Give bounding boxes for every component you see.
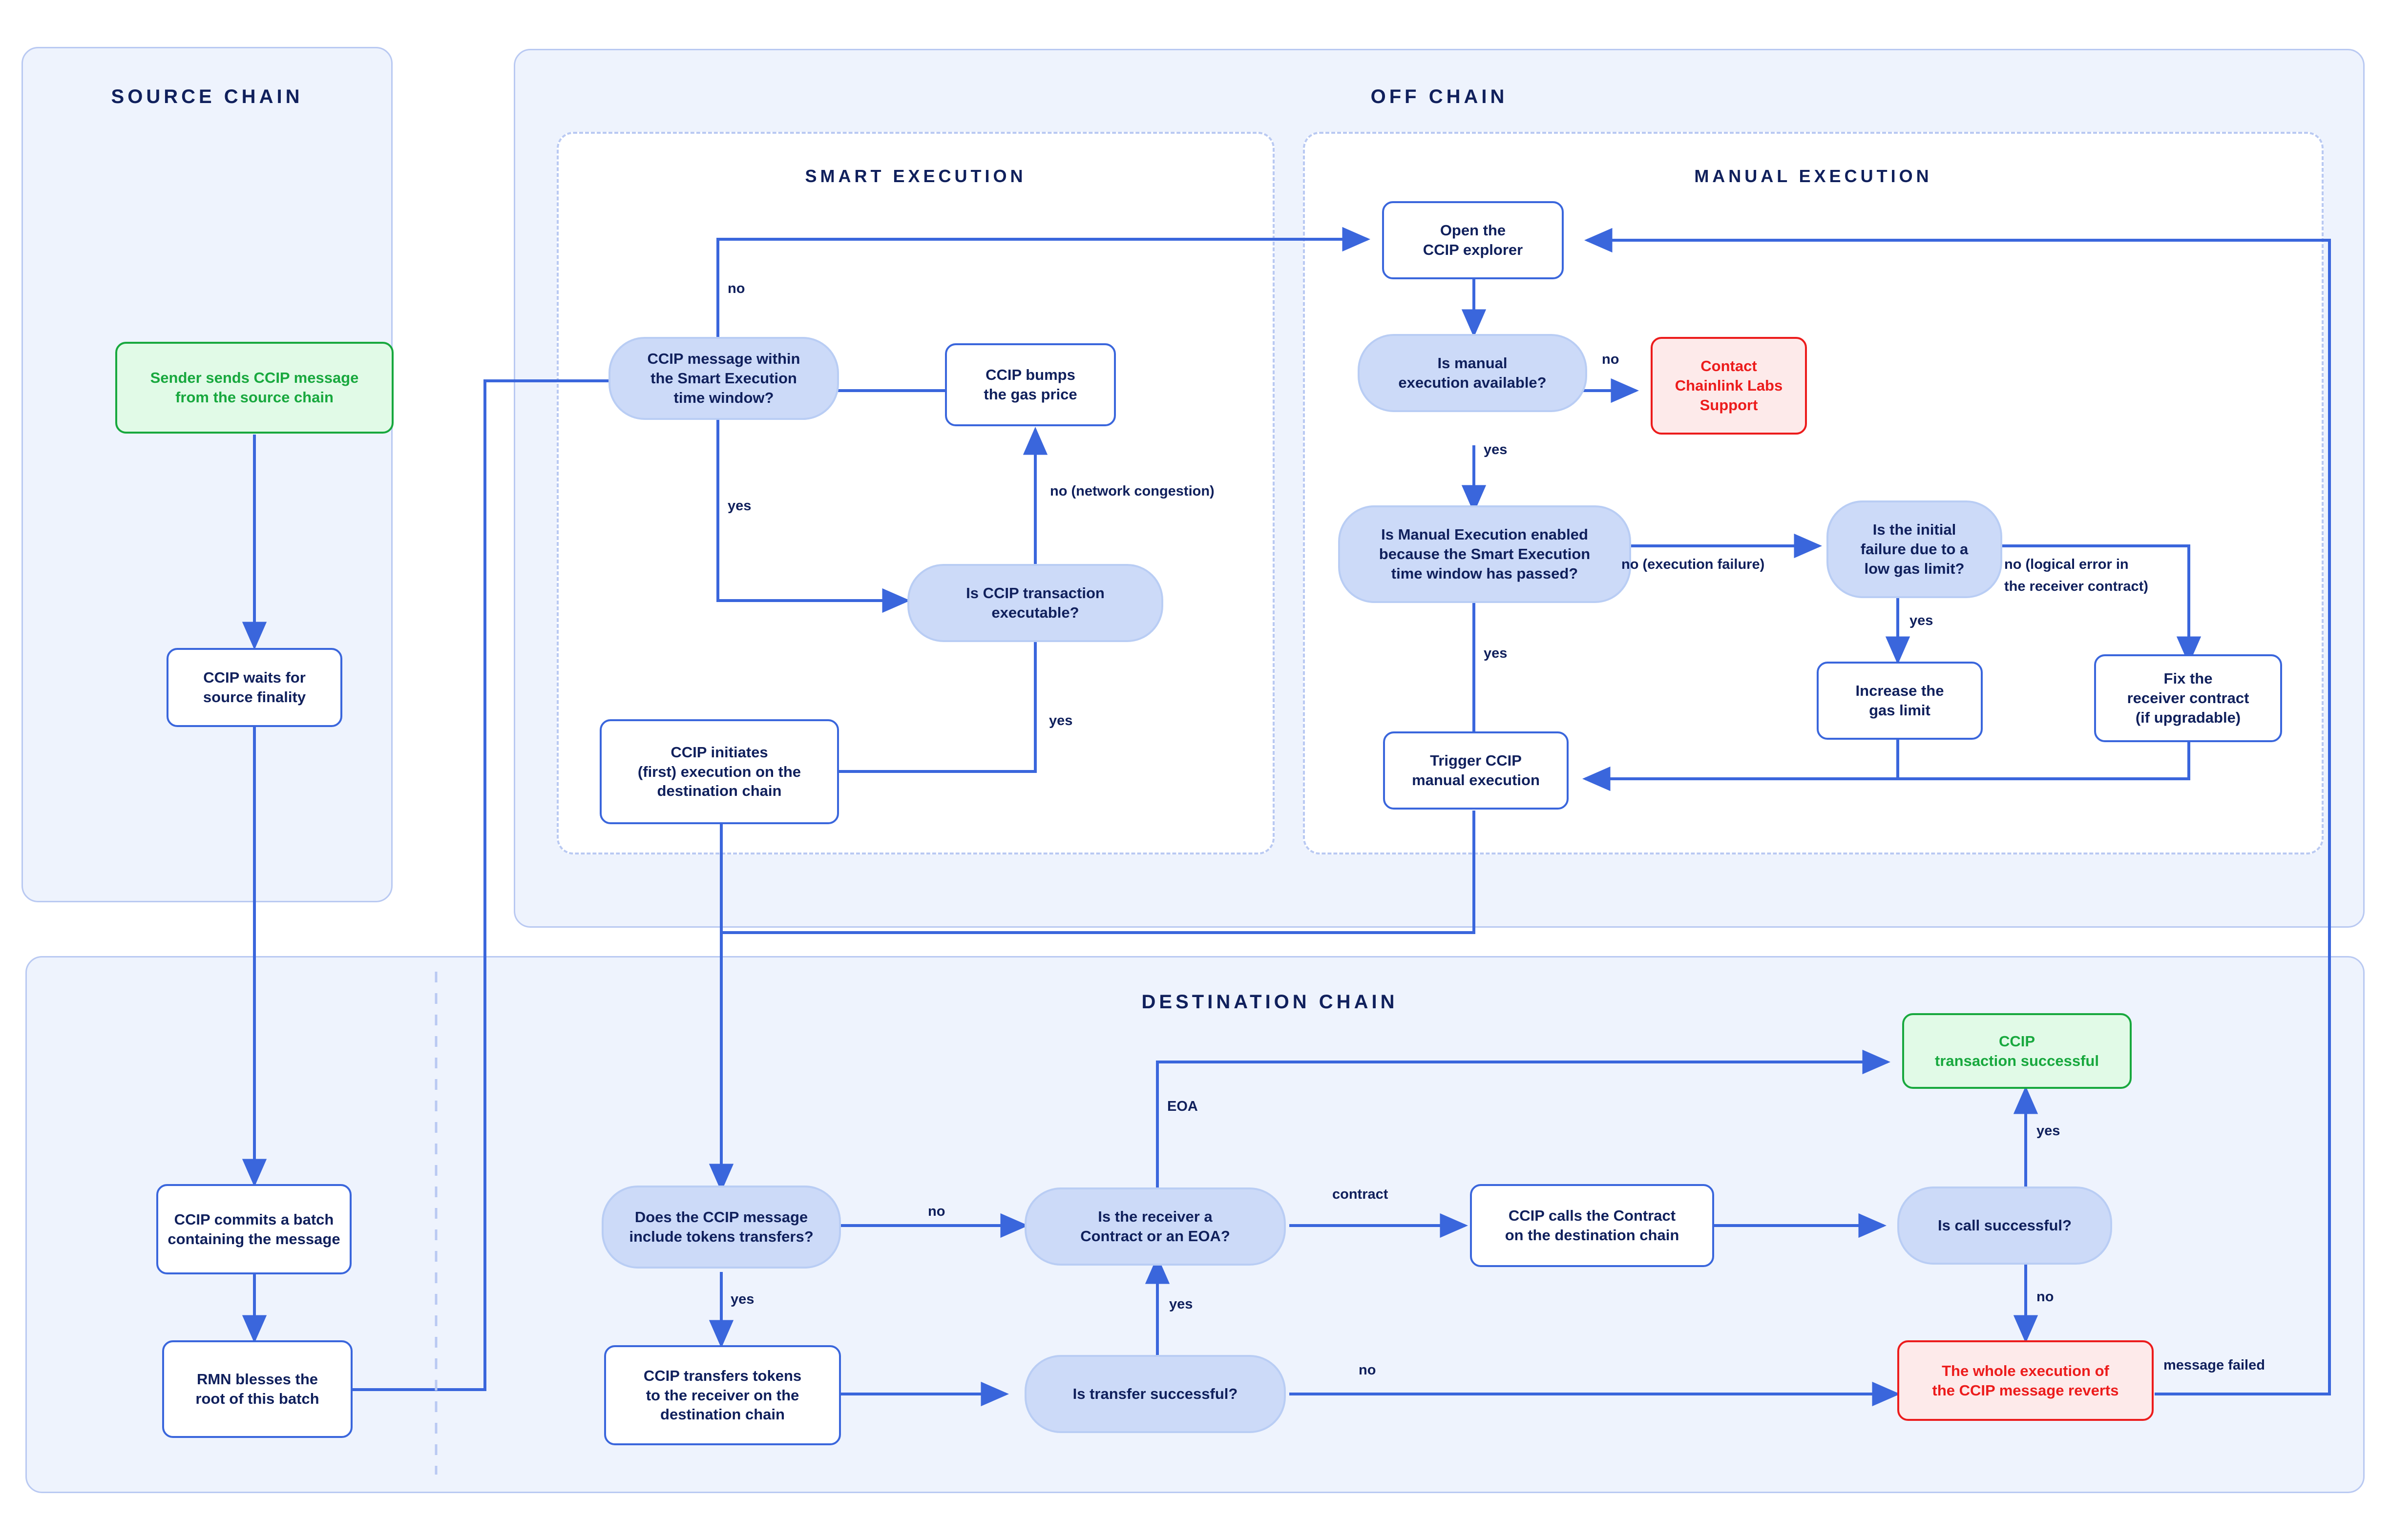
label-manual-enabled-yes: yes <box>1484 645 1508 661</box>
label-call-yes: yes <box>2036 1123 2060 1139</box>
label-executable-no: no (network congestion) <box>1050 483 1215 499</box>
label-window-no: no <box>728 281 745 296</box>
edge-window-yes-to-executable <box>716 418 910 613</box>
label-executable-yes: yes <box>1049 713 1073 728</box>
subzone-smart-execution-title: SMART EXECUTION <box>805 166 1027 186</box>
edge-revert-to-explorer <box>1584 228 2331 1395</box>
lane-off-chain-title: OFF CHAIN <box>1370 86 1508 107</box>
label-manual-available-no: no <box>1602 352 1619 367</box>
edge-window-no-to-explorer <box>716 227 1370 364</box>
label-initial-failure-yes: yes <box>1909 613 1933 628</box>
label-tokens-no: no <box>928 1204 945 1219</box>
label-call-no: no <box>2036 1289 2054 1305</box>
lane-source-chain <box>21 47 393 902</box>
edge-executable-yes-to-initiates <box>773 629 1037 784</box>
label-manual-enabled-no: no (execution failure) <box>1621 557 1765 572</box>
lane-source-chain-title: SOURCE CHAIN <box>111 86 303 107</box>
edge-increase-to-trigger <box>1582 736 1899 791</box>
label-tokens-yes: yes <box>731 1291 755 1307</box>
edge-rmn-to-window <box>353 368 641 1391</box>
label-initial-failure-no-line2: the receiver contract) <box>2004 579 2148 594</box>
subzone-manual-execution-title: MANUAL EXECUTION <box>1694 166 1932 186</box>
label-receiver-contract: contract <box>1332 1186 1388 1202</box>
node-transfer-successful[interactable]: Is transfer successful? <box>1025 1355 1286 1433</box>
label-manual-available-yes: yes <box>1484 442 1508 458</box>
node-call-successful[interactable]: Is call successful? <box>1897 1186 2112 1265</box>
edge-fix-to-trigger <box>1585 736 2190 780</box>
label-transfer-no: no <box>1359 1362 1376 1378</box>
edge-failure-no-to-fix <box>1973 544 2202 665</box>
label-message-failed: message failed <box>2163 1357 2265 1373</box>
label-window-yes: yes <box>728 498 752 514</box>
label-receiver-eoa: EOA <box>1167 1099 1198 1114</box>
edge-receiver-eoa-to-success <box>1156 1049 1890 1191</box>
edge-trigger-down <box>721 811 1475 934</box>
label-transfer-yes: yes <box>1169 1296 1193 1312</box>
label-initial-failure-no-line1: no (logical error in <box>2004 557 2129 572</box>
lane-destination-chain-title: DESTINATION CHAIN <box>1141 991 1398 1013</box>
